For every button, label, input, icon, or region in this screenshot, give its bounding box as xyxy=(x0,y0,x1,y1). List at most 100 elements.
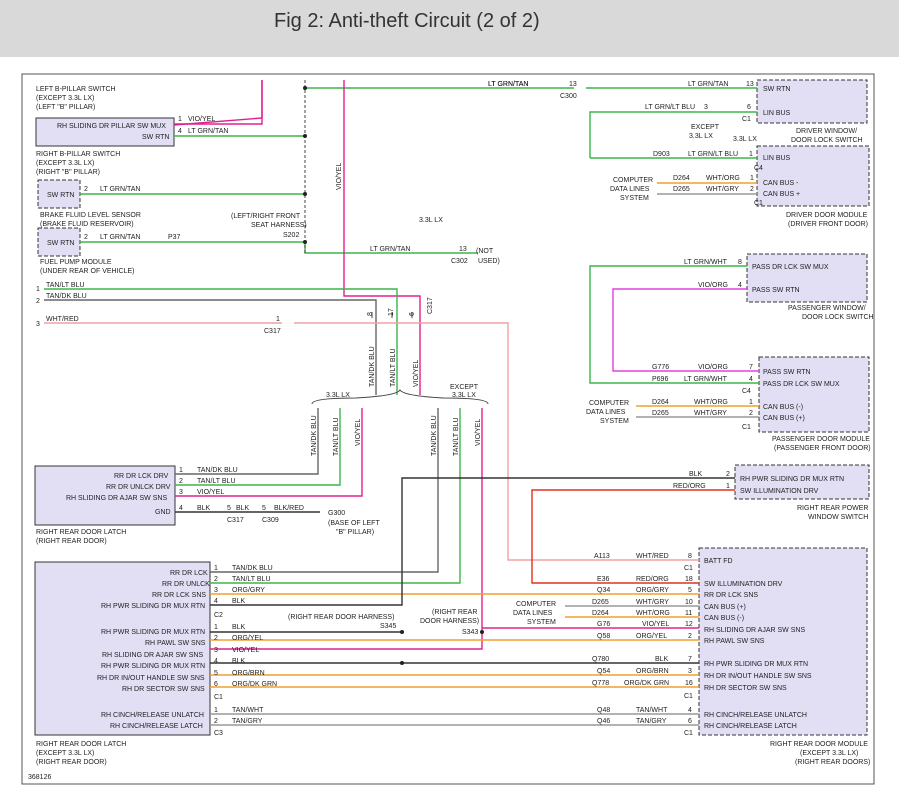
a113: A113 xyxy=(594,553,610,560)
sw-rtn-3: SW RTN xyxy=(47,240,74,247)
figure-banner: Fig 2: Anti-theft Circuit (2 of 2) xyxy=(0,0,899,57)
wire-vio-yel-pillar xyxy=(174,80,263,125)
right-rear: (RIGHT REAR xyxy=(432,609,477,616)
pin-4d: 4 xyxy=(749,376,753,383)
wire-org-dk-grn-1: ORG/DK GRN xyxy=(232,681,277,688)
wire-vio-yel-vertical xyxy=(343,80,421,395)
c3: C3 xyxy=(214,730,223,737)
figure-title: Fig 2: Anti-theft Circuit (2 of 2) xyxy=(274,10,540,32)
c317-1: 1 xyxy=(276,316,280,323)
pin-1f: 1 xyxy=(749,399,753,406)
vio-yel-vert-4: VIO/YEL xyxy=(475,419,482,446)
wire-lt-grn-lt-blu-1 xyxy=(589,111,757,158)
g76: G76 xyxy=(597,621,610,628)
lin-bus-drv: LIN BUS xyxy=(763,110,791,117)
rr-pin-1: 1 xyxy=(179,467,183,474)
ml-pin-3b: 3 xyxy=(214,647,218,654)
d264-2: D264 xyxy=(652,399,669,406)
data-lines-2: DATA LINES xyxy=(586,409,626,416)
wire-blk-5: BLK xyxy=(232,658,246,665)
pin-4a: 4 xyxy=(178,128,182,135)
brake-fluid-sensor: BRAKE FLUID LEVEL SENSOR xyxy=(40,212,141,219)
rr-pin-3: 3 xyxy=(179,489,183,496)
wire-lt-grn-tan-4: LT GRN/TAN xyxy=(488,81,528,88)
rr-dr-lck-drv: RR DR LCK DRV xyxy=(114,473,169,480)
base-of-left: (BASE OF LEFT xyxy=(328,520,380,527)
rh-sliding-dr-ajar-sw-sns-3: RH SLIDING DR AJAR SW SNS xyxy=(704,627,805,634)
wire-tan-wht-1: TAN/WHT xyxy=(232,707,264,714)
wire-tan-lt-blu-lx xyxy=(175,408,341,486)
right-b-pillar-sub1: (EXCEPT 3.3L LX) xyxy=(36,160,94,167)
wire-wht-org-2: WHT/ORG xyxy=(694,399,728,406)
g300: G300 xyxy=(328,510,345,517)
ml-pin-5: 5 xyxy=(214,670,218,677)
sw-rtn-1: SW RTN xyxy=(142,134,169,141)
modules xyxy=(34,79,870,736)
vio-yel-vert-3: VIO/YEL xyxy=(355,419,362,446)
c1-f: C1 xyxy=(684,693,693,700)
s345: S345 xyxy=(380,623,396,630)
b-pillar: "B" PILLAR) xyxy=(336,529,374,536)
wire-wht-gry-1: WHT/GRY xyxy=(706,186,739,193)
wire-blk-6: BLK xyxy=(689,471,703,478)
pin-6a: 6 xyxy=(747,104,751,111)
q34: Q34 xyxy=(597,587,610,594)
rh-pwr-sliding-dr-mux-rtn-3: RH PWR SLIDING DR MUX RTN xyxy=(101,663,205,670)
wire-tan-lt-blu xyxy=(44,288,398,395)
ml-pin-4b: 4 xyxy=(214,658,218,665)
wire-blk-4: BLK xyxy=(232,624,246,631)
q780: Q780 xyxy=(592,656,609,663)
pin-10: 10 xyxy=(685,599,693,606)
c302-13: 13 xyxy=(459,246,467,253)
driver-window: DRIVER WINDOW/ xyxy=(796,128,857,135)
passenger-window-switch-box xyxy=(746,253,868,303)
wire-tan-dk-blu-lx xyxy=(175,408,319,475)
wire-blk-2: BLK xyxy=(236,505,250,512)
pin-18: 18 xyxy=(685,576,693,583)
wire-wht-gry-3: WHT/GRY xyxy=(636,599,669,606)
wire-lt-grn-tan-5: LT GRN/TAN xyxy=(370,246,410,253)
right-rear-door-2: (RIGHT REAR DOOR) xyxy=(36,759,107,766)
wire-red-org xyxy=(531,489,735,584)
right-rear-door-harness: (RIGHT REAR DOOR HARNESS) xyxy=(288,614,394,621)
rr-pin-4: 4 xyxy=(179,505,183,512)
wire-wht-gry-2: WHT/GRY xyxy=(694,410,727,417)
vio-yel-vert-1: VIO/YEL xyxy=(336,163,343,190)
p37: P37 xyxy=(168,234,181,241)
right-b-pillar-switch: RIGHT B-PILLAR SWITCH xyxy=(36,151,120,158)
right-rear-door-latch-box xyxy=(34,561,211,736)
lin-bus-2: LIN BUS xyxy=(763,155,791,162)
gnd: GND xyxy=(155,509,171,516)
wire-org-brn-1: ORG/BRN xyxy=(232,670,265,677)
q58: Q58 xyxy=(597,633,610,640)
c302: C302 xyxy=(451,258,468,265)
pin-5b: 5 xyxy=(262,505,266,512)
wire-lt-grn-wht-1: LT GRN/WHT xyxy=(684,259,728,266)
ml-pin-2: 2 xyxy=(214,576,218,583)
tan-dk-blu-vert-2: TAN/DK BLU xyxy=(311,415,318,456)
pin-16: 16 xyxy=(685,680,693,687)
system-3: SYSTEM xyxy=(527,619,556,626)
c317-c: C317 xyxy=(227,517,244,524)
passenger-front-door: (PASSENGER FRONT DOOR) xyxy=(774,445,871,452)
right-rear-door-1: (RIGHT REAR DOOR) xyxy=(36,538,107,545)
tan-lt-blu-vert-2: TAN/LT BLU xyxy=(333,417,340,456)
pin-7b: 7 xyxy=(688,656,692,663)
wire-tan-lt-blu-2: TAN/LT BLU xyxy=(197,478,236,485)
c309: C309 xyxy=(262,517,279,524)
wire-org-yel-1: ORG/YEL xyxy=(232,635,263,642)
pin-3d: 3 xyxy=(688,668,692,675)
pin-7a: 7 xyxy=(749,364,753,371)
pin-2e: 2 xyxy=(749,410,753,417)
c317-b: C317 xyxy=(427,297,434,314)
brake-fluid-sub: (BRAKE FLUID RESERVOIR) xyxy=(40,221,134,228)
id-368126: 368126 xyxy=(28,774,51,781)
computer-3: COMPUTER xyxy=(516,601,556,608)
batt-fd: BATT FD xyxy=(704,558,733,565)
pin-4e: 4 xyxy=(688,707,692,714)
wire-vio-org xyxy=(612,288,759,372)
sw-illumination-drv-2: SW ILLUMINATION DRV xyxy=(704,581,783,588)
rr-dr-lck-sns-2: RR DR LCK SNS xyxy=(704,592,758,599)
can-bus-plus-2: CAN BUS (+) xyxy=(763,415,805,422)
wire-lt-grn-tan-7: LT GRN/TAN xyxy=(488,81,528,88)
